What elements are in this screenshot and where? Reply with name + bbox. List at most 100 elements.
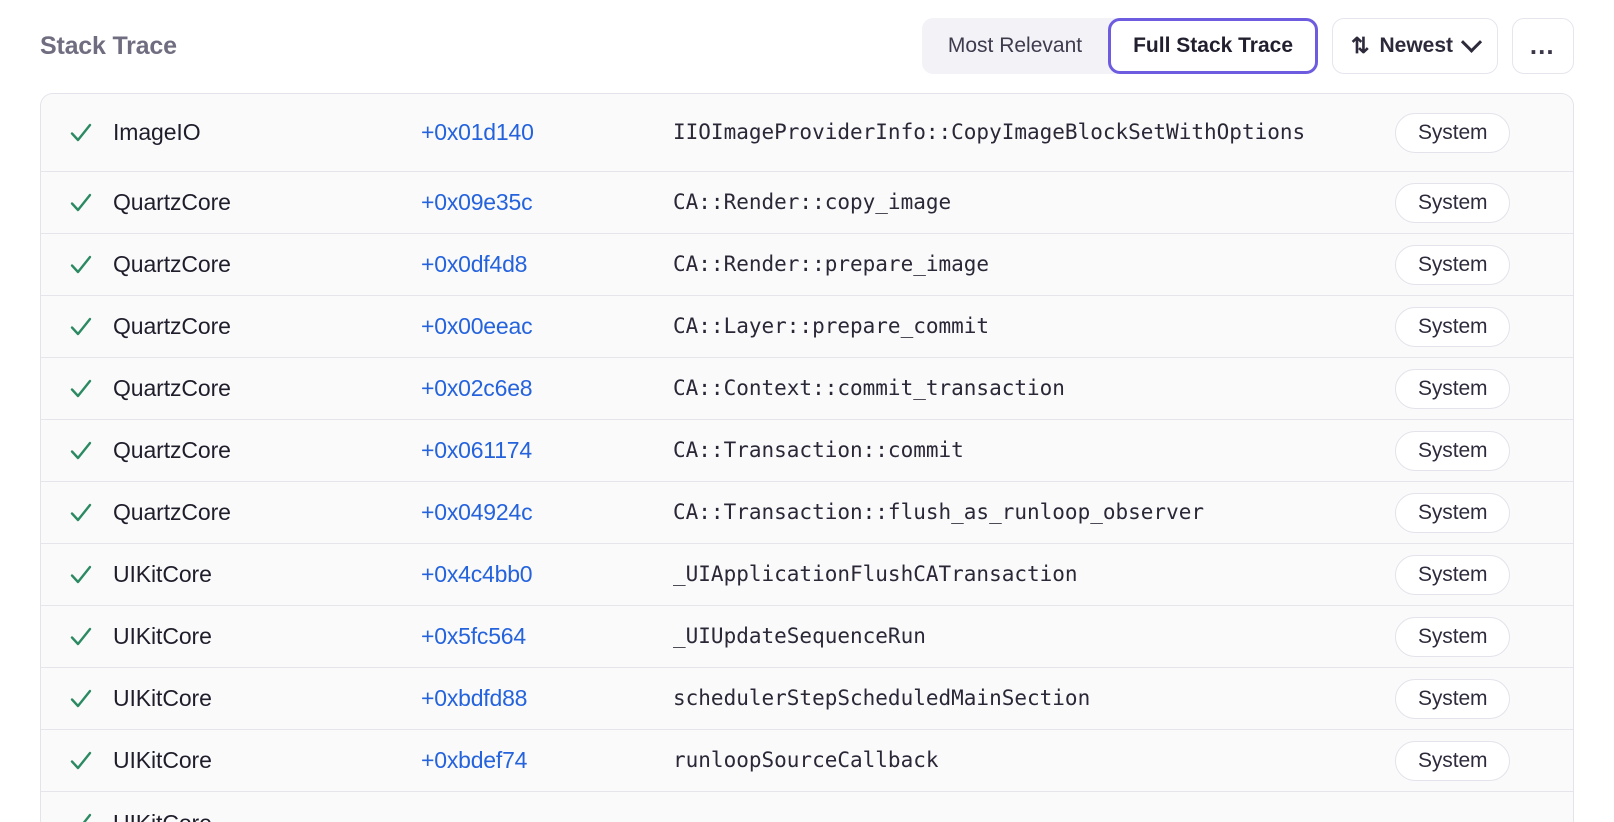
checkmark-icon	[70, 193, 92, 211]
row-check-cell[interactable]	[41, 438, 113, 464]
row-module: QuartzCore	[113, 313, 231, 339]
table-row[interactable]: UIKitCore +0xbdfd88 schedulerStepSchedul…	[41, 668, 1573, 730]
checkmark-icon	[70, 503, 92, 521]
stack-trace-list: ImageIO +0x01d140 IIOImageProviderInfo::…	[40, 93, 1574, 822]
table-row[interactable]: QuartzCore +0x0df4d8 CA::Render::prepare…	[41, 234, 1573, 296]
tab-most-relevant[interactable]: Most Relevant	[922, 18, 1108, 74]
row-check-cell[interactable]	[41, 500, 113, 526]
row-check-cell[interactable]	[41, 252, 113, 278]
table-row[interactable]: QuartzCore +0x02c6e8 CA::Context::commit…	[41, 358, 1573, 420]
row-offset[interactable]: +0x02c6e8	[421, 375, 533, 401]
table-row[interactable]: UIKitCore +0x5fc564 _UIUpdateSequenceRun…	[41, 606, 1573, 668]
row-module: QuartzCore	[113, 251, 231, 277]
row-function: CA::Transaction::commit	[673, 437, 964, 462]
tab-full-stack-trace[interactable]: Full Stack Trace	[1108, 18, 1319, 74]
row-function: IIOImageProviderInfo::CopyImageBlockSetW…	[673, 119, 1306, 144]
row-function: CA::Render::copy_image	[673, 189, 952, 214]
status-badge: System	[1395, 678, 1511, 719]
sort-arrows-icon: ⇅	[1351, 33, 1369, 58]
row-check-cell[interactable]	[41, 314, 113, 340]
row-check-cell[interactable]	[41, 120, 113, 146]
row-function: CA::Layer::prepare_commit	[673, 313, 990, 338]
row-module: UIKitCore	[113, 623, 212, 649]
row-check-cell[interactable]	[41, 810, 113, 822]
row-offset[interactable]: +0xbdef74	[421, 747, 528, 773]
row-badge-cell: System	[1385, 112, 1573, 153]
row-badge-cell: System	[1385, 554, 1573, 595]
status-badge: System	[1395, 306, 1511, 347]
status-badge: System	[1395, 368, 1511, 409]
row-offset[interactable]: +0x0df4d8	[421, 251, 528, 277]
row-badge-cell: System	[1385, 182, 1573, 223]
row-module: UIKitCore	[113, 810, 421, 822]
chevron-down-icon	[1460, 31, 1483, 53]
sort-button-label: Newest	[1379, 34, 1453, 57]
row-badge-cell: System	[1385, 740, 1573, 781]
checkmark-icon	[70, 441, 92, 459]
status-badge: System	[1395, 740, 1511, 781]
status-badge: System	[1395, 244, 1511, 285]
row-check-cell[interactable]	[41, 562, 113, 588]
row-function: runloopSourceCallback	[673, 747, 939, 772]
checkmark-icon	[70, 123, 92, 141]
more-options-button[interactable]: …	[1512, 18, 1574, 74]
row-function: schedulerStepScheduledMainSection	[673, 685, 1091, 710]
checkmark-icon	[70, 379, 92, 397]
status-badge: System	[1395, 554, 1511, 595]
ellipsis-icon: …	[1528, 30, 1558, 61]
row-badge-cell: System	[1385, 616, 1573, 657]
row-module: UIKitCore	[113, 747, 212, 773]
row-offset[interactable]: +0x00eeac	[421, 313, 533, 339]
panel-header: Stack Trace Most Relevant Full Stack Tra…	[0, 0, 1614, 92]
row-badge-cell: System	[1385, 430, 1573, 471]
table-row[interactable]: QuartzCore +0x061174 CA::Transaction::co…	[41, 420, 1573, 482]
row-offset[interactable]: +0x01d140	[421, 119, 534, 145]
header-controls: Most Relevant Full Stack Trace ⇅ Newest …	[921, 18, 1574, 74]
checkmark-icon	[70, 565, 92, 583]
row-badge-cell: System	[1385, 306, 1573, 347]
checkmark-icon	[70, 689, 92, 707]
table-row[interactable]: ImageIO +0x01d140 IIOImageProviderInfo::…	[41, 94, 1573, 172]
table-row[interactable]: UIKitCore	[41, 792, 1573, 822]
table-row[interactable]: QuartzCore +0x04924c CA::Transaction::fl…	[41, 482, 1573, 544]
table-row[interactable]: QuartzCore +0x00eeac CA::Layer::prepare_…	[41, 296, 1573, 358]
row-check-cell[interactable]	[41, 190, 113, 216]
row-check-cell[interactable]	[41, 376, 113, 402]
row-module: QuartzCore	[113, 499, 231, 525]
row-offset[interactable]: +0x09e35c	[421, 189, 533, 215]
row-function: _UIApplicationFlushCATransaction	[673, 561, 1078, 586]
row-check-cell[interactable]	[41, 748, 113, 774]
row-module: UIKitCore	[113, 685, 212, 711]
checkmark-icon	[70, 627, 92, 645]
trace-mode-segmented-control[interactable]: Most Relevant Full Stack Trace	[921, 18, 1319, 74]
table-row[interactable]: UIKitCore +0xbdef74 runloopSourceCallbac…	[41, 730, 1573, 792]
status-badge: System	[1395, 492, 1511, 533]
checkmark-icon	[70, 751, 92, 769]
row-offset[interactable]: +0x5fc564	[421, 623, 526, 649]
row-module: QuartzCore	[113, 437, 231, 463]
row-offset[interactable]: +0x04924c	[421, 499, 533, 525]
row-check-cell[interactable]	[41, 624, 113, 650]
status-badge: System	[1395, 430, 1511, 471]
table-row[interactable]: QuartzCore +0x09e35c CA::Render::copy_im…	[41, 172, 1573, 234]
table-row[interactable]: UIKitCore +0x4c4bb0 _UIApplicationFlushC…	[41, 544, 1573, 606]
row-badge-cell: System	[1385, 678, 1573, 719]
status-badge: System	[1395, 616, 1511, 657]
row-function: CA::Transaction::flush_as_runloop_observ…	[673, 499, 1205, 524]
row-offset[interactable]: +0x061174	[421, 437, 532, 463]
row-badge-cell: System	[1385, 244, 1573, 285]
checkmark-icon	[70, 317, 92, 335]
row-badge-cell: System	[1385, 368, 1573, 409]
row-offset[interactable]: +0xbdfd88	[421, 685, 528, 711]
row-check-cell[interactable]	[41, 686, 113, 712]
status-badge: System	[1395, 112, 1511, 153]
row-module: ImageIO	[113, 119, 201, 145]
page-title: Stack Trace	[40, 31, 177, 60]
row-module: QuartzCore	[113, 189, 231, 215]
row-module: QuartzCore	[113, 375, 231, 401]
row-function: CA::Context::commit_transaction	[673, 375, 1065, 400]
row-offset[interactable]: +0x4c4bb0	[421, 561, 533, 587]
sort-button[interactable]: ⇅ Newest	[1332, 18, 1498, 74]
checkmark-icon	[70, 255, 92, 273]
row-module: UIKitCore	[113, 561, 212, 587]
